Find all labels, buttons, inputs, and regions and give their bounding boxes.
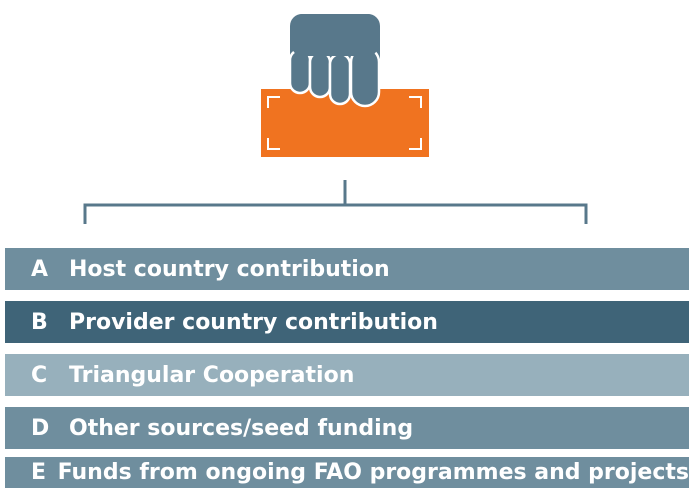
item-label: Other sources/seed funding: [69, 415, 414, 441]
hand-icon: [288, 14, 381, 108]
item-label: Triangular Cooperation: [69, 362, 355, 388]
item-label: Host country contribution: [69, 256, 390, 282]
item-label: Funds from ongoing FAO programmes and pr…: [57, 460, 689, 485]
hand-holding-box-illustration: [83, 14, 588, 224]
item-letter: D: [31, 415, 50, 441]
item-letter: A: [31, 256, 49, 282]
funding-source-c: C Triangular Cooperation: [5, 354, 689, 396]
funding-source-b: B Provider country contribution: [5, 301, 689, 343]
connector-bracket: [83, 180, 588, 224]
item-letter: E: [31, 460, 47, 485]
item-letter: C: [31, 362, 48, 388]
funding-source-d: D Other sources/seed funding: [5, 407, 689, 449]
funding-source-a: A Host country contribution: [5, 248, 689, 290]
item-letter: B: [31, 309, 48, 335]
funding-source-e: E Funds from ongoing FAO programmes and …: [5, 457, 689, 488]
item-label: Provider country contribution: [69, 309, 438, 335]
